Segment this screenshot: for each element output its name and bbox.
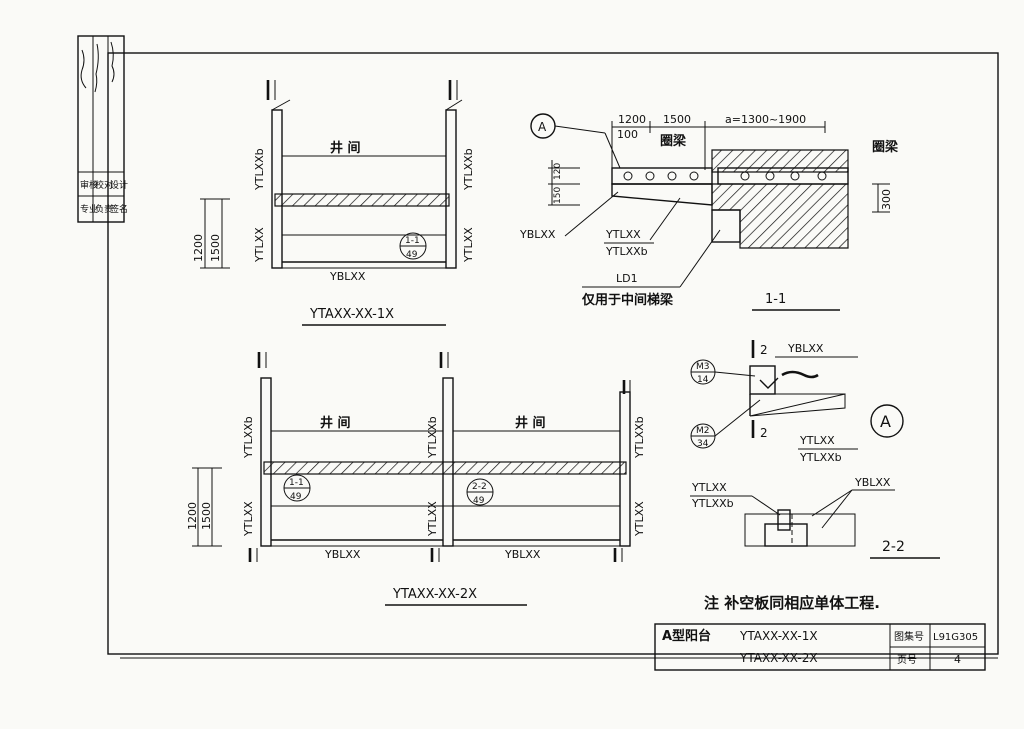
detailA-beam: YTLXX [799,434,835,447]
sec22-slab: YBLXX [854,476,891,489]
hatched-beam-2 [263,461,627,475]
sec11-beam-b: YTLXXb [605,245,648,258]
detailA-m2-bot: 34 [697,439,709,449]
stamp-row-1: 审核 [80,179,98,191]
detailA-circle [870,404,904,438]
stamp-header-2: 负责 [95,203,113,215]
sec11-node-label: A [538,120,547,134]
plan2-caption: YTAXX-XX-2X [392,587,477,602]
section-1-1: 1200 1500 a=1300~1900 100 圈梁 圈梁 A 120 15… [519,113,899,311]
general-note: 注 补空板同相应单体工程. [704,594,880,612]
plan2-shaft-left: 井 间 [320,415,351,431]
plan1-beam-left-b: YTLXXb [253,148,266,191]
plan1-beam-right: YTLXX [462,227,475,263]
plan2-ref-bot: 49 [290,492,302,502]
detail-a: 2 YBLXX M3 14 M2 34 2 YTLXX YTLXXb A [690,340,904,464]
sec11-ring2: 圈梁 [872,139,899,155]
plan2-beam-left-b: YTLXXb [242,416,255,459]
sec22-caption: 2-2 [882,539,905,555]
tb-page: 4 [954,653,961,666]
sec22-beam: YTLXX [691,481,727,494]
plan1-dim-b: 1500 [209,234,222,262]
sec11-slab: YBLXX [519,228,556,241]
plan2-ref-top: 1-1 [289,478,304,488]
plan2-shaft-right: 井 间 [515,415,546,431]
plan2-ref2-bot: 49 [473,496,485,506]
sec11-caption: 1-1 [765,292,786,307]
sec11-dim4: 100 [617,128,638,141]
plan-2x: 井 间 井 间 YTLXXb YTLXX YTLXXb YTLXX YTLXXb… [186,352,646,606]
plan-1x: 井 间 YTLXXb YTLXX YTLXXb YTLXX YBLXX 1200… [192,80,475,326]
detailA-label: A [880,412,891,431]
tb-code2: YTAXX-XX-2X [739,651,818,665]
tb-atlas: L91G305 [933,632,978,643]
plan2-beam-mid-b: YTLXXb [426,416,439,459]
sec11-ld: LD1 [616,272,638,285]
tb-atlas-label: 图集号 [894,630,924,643]
plan1-ref-top: 1-1 [405,236,420,246]
sec11-note: 仅用于中间梯梁 [581,292,674,308]
plan1-caption: YTAXX-XX-1X [309,307,394,322]
plan2-beam-mid: YTLXX [426,501,439,537]
plan2-slab-right: YBLXX [504,548,541,561]
signature-stamp: 审核 校对 设计 专业 负责 签名 [77,35,128,223]
stamp-row-3: 设计 [110,179,128,191]
sec11-dim2: 1500 [663,113,691,126]
plan1-shaft-label: 井 间 [330,140,361,156]
plan1-beam-left: YTLXX [253,227,266,263]
plan2-dim-b: 1500 [200,502,213,530]
stamp-header-3: 签名 [110,203,128,215]
title-block: A型阳台 YTAXX-XX-1X YTAXX-XX-2X 图集号 L91G305… [654,623,986,671]
drawing-frame [107,52,999,655]
plan2-slab-left: YBLXX [324,548,361,561]
sec11-dim1: 1200 [618,113,646,126]
sec22-beam-b: YTLXXb [691,497,734,510]
detailA-beam-b: YTLXXb [799,451,842,464]
plan1-beam-right-b: YTLXXb [462,148,475,191]
detailA-m1-bot: 14 [697,375,709,385]
tb-code1: YTAXX-XX-1X [739,629,818,643]
stamp-row-2: 校对 [95,179,113,191]
hatched-beam [274,193,450,207]
section-2-2: YTLXX YTLXXb YBLXX 2-2 [690,476,940,559]
sec11-dim5: 150 [553,187,563,204]
plan2-beam-right-b: YTLXXb [633,416,646,459]
plan1-slab-label: YBLXX [329,270,366,283]
plan2-beam-right: YTLXX [633,501,646,537]
detailA-slab: YBLXX [787,342,824,355]
plan2-ref2-top: 2-2 [472,482,487,492]
tb-type: A型阳台 [662,628,711,644]
sec11-ring1: 圈梁 [660,133,687,149]
plan2-dim-a: 1200 [186,502,199,530]
detailA-num-bot: 2 [760,426,768,440]
plan1-ref-bot: 49 [406,250,418,260]
sec11-dim6: 120 [553,163,563,180]
plan1-dim-a: 1200 [192,234,205,262]
sec11-dim3: a=1300~1900 [725,113,806,126]
plan2-beam-left: YTLXX [242,501,255,537]
stamp-header-1: 专业 [80,203,98,215]
tb-page-label: 页号 [897,654,917,666]
detailA-m1-top: M3 [696,362,710,372]
sec11-beam: YTLXX [605,228,641,241]
detailA-m2-top: M2 [696,426,710,436]
detailA-num-top: 2 [760,343,768,357]
sec11-dim8: 300 [880,189,893,210]
